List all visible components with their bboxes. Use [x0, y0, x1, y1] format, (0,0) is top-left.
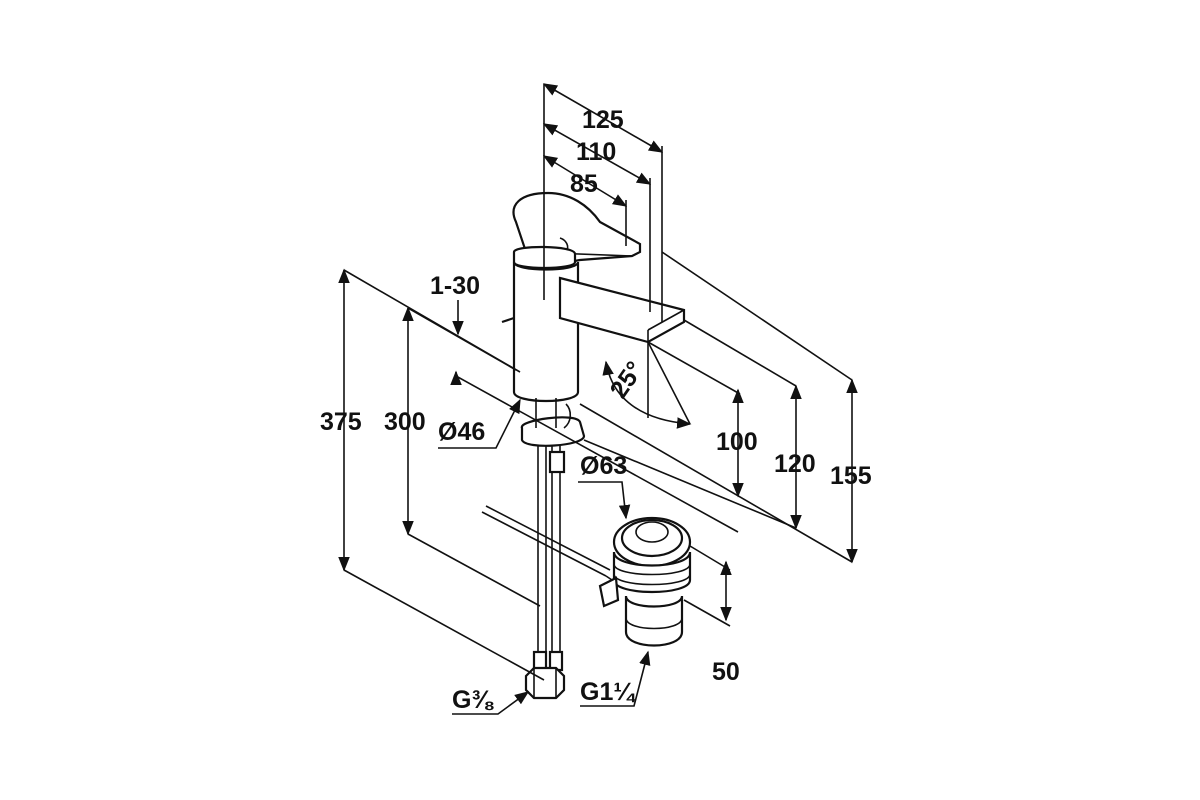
- label-300: 300: [384, 408, 426, 436]
- label-125: 125: [582, 106, 624, 134]
- label-120: 120: [774, 450, 816, 478]
- label-25-degrees: 25°: [605, 356, 650, 403]
- label-g-3-8: G⅜: [452, 686, 494, 714]
- label-g-1-1-4: G1¼: [580, 678, 636, 706]
- label-1-30: 1-30: [430, 272, 480, 300]
- dimension-labels: 125 110 85 1-30 25° 375 300 Ø46 100 120 …: [320, 106, 872, 714]
- label-375: 375: [320, 408, 362, 436]
- popup-rod: [481, 505, 613, 581]
- label-diameter-63: Ø63: [580, 452, 627, 480]
- dimension-lines: [338, 83, 858, 715]
- faucet-body: [501, 191, 686, 447]
- label-155: 155: [830, 462, 872, 490]
- label-100: 100: [716, 428, 758, 456]
- label-diameter-46: Ø46: [438, 418, 485, 446]
- label-85: 85: [570, 170, 598, 198]
- drain-valve: [598, 516, 692, 647]
- label-50: 50: [712, 658, 740, 686]
- supply-hoses: [524, 446, 566, 700]
- label-110: 110: [576, 138, 616, 166]
